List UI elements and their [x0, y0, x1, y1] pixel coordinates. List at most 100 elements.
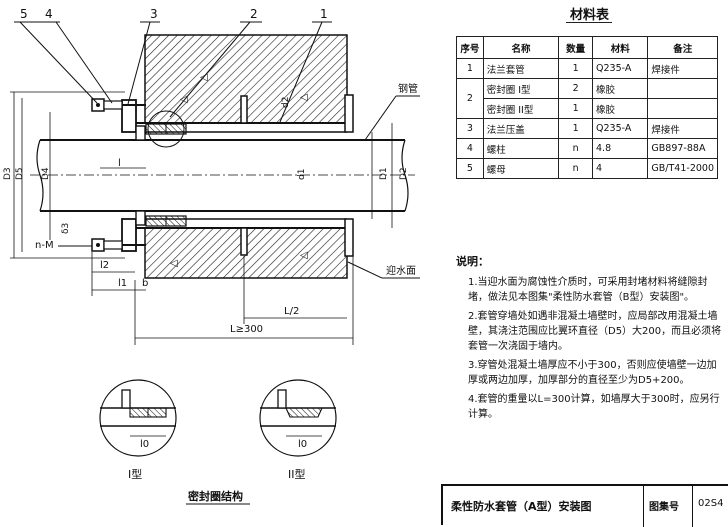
row-no: 5 [456, 158, 484, 179]
pipe-label: 钢管 [364, 82, 420, 141]
title-divider [692, 486, 693, 527]
dimensions [10, 91, 393, 345]
part-number-5: 5 [20, 7, 28, 21]
svg-text:◁: ◁ [300, 92, 308, 103]
row-note: GB897-88A [647, 138, 718, 159]
nm-label: n-M [35, 240, 92, 251]
row-material: Q235-A [591, 58, 649, 79]
header-qty: 数量 [558, 36, 593, 59]
notes-section: 说明： 1.当迎水面为腐蚀性介质时，可采用封堵材料将缝隙封堵，做法见本图集"柔性… [456, 254, 722, 426]
row-name: 螺柱 [482, 138, 560, 159]
table-row: 5 螺母 n 4 GB/T41-2000 [456, 158, 718, 179]
table-row: 2 密封圈 I型 2 橡胶 [456, 78, 718, 119]
svg-text:迎水面: 迎水面 [386, 265, 416, 277]
svg-text:◁: ◁ [300, 250, 308, 261]
row-note: 焊接件 [647, 118, 718, 139]
table-row: 密封圈 II型 1 橡胶 [457, 98, 718, 119]
row-material: 橡胶 [591, 78, 649, 99]
table-row: 3 法兰压盖 1 Q235-A 焊接件 [456, 118, 718, 139]
row-material: Q235-A [591, 118, 649, 139]
svg-text:b: b [142, 278, 148, 289]
notes-heading: 说明： [456, 255, 489, 268]
row-no: 2 [456, 78, 484, 119]
seal-detail-type-1: l0 I型 [99, 379, 177, 481]
row-material: 4.8 [591, 138, 649, 159]
row-note [647, 98, 718, 119]
section-drawing: ◁ ◁ ◁ ◁ ◁ [3, 7, 420, 505]
steel-pipe [30, 139, 415, 212]
part-number-4: 4 [45, 7, 53, 21]
part-callouts: 5 4 3 2 1 [14, 7, 332, 123]
drawing-title: 柔性防水套管（A型）安装图 [451, 500, 592, 513]
svg-text:◁: ◁ [180, 94, 188, 105]
row-material: 4 [591, 158, 649, 179]
svg-text:D2: D2 [399, 167, 409, 180]
row-name: 法兰压盖 [482, 118, 560, 139]
detail-title: 密封圈结构 [188, 489, 243, 503]
svg-text:L≥300: L≥300 [230, 324, 263, 335]
row-name: 密封圈 I型 [482, 78, 560, 99]
table-row: 1 法兰套管 1 Q235-A 焊接件 [456, 58, 718, 79]
part-number-1: 1 [320, 7, 328, 21]
svg-text:l0: l0 [140, 439, 149, 450]
dimension-labels: D3 D4 D5 D1 D2 d1 d2 δ3 L≥300 L/2 l l1 l… [3, 97, 409, 335]
title-block: 柔性防水套管（A型）安装图 图集号 02S4 [441, 484, 728, 527]
bolts [91, 98, 146, 252]
svg-text:l1: l1 [118, 278, 127, 289]
svg-text:D4: D4 [41, 167, 51, 180]
detail-circle [147, 110, 185, 148]
row-note [647, 78, 718, 99]
note-item: 4.套管的重量以L=300计算，如墙厚大于300时，应另行计算。 [468, 394, 720, 420]
svg-text:n-M: n-M [35, 240, 54, 251]
svg-text:l0: l0 [298, 439, 307, 450]
flange-gland [121, 99, 146, 252]
header-no: 序号 [456, 36, 484, 59]
svg-text:钢管: 钢管 [398, 82, 418, 95]
row-qty: 1 [558, 98, 593, 119]
note-item: 2.套管穿墙处如遇非混凝土墙壁时，应局部改用混凝土墙壁，其浇注范围应比翼环直径（… [468, 311, 722, 352]
table-row: 4 螺柱 n 4.8 GB897-88A [456, 138, 718, 159]
svg-text:L/2: L/2 [284, 306, 299, 317]
svg-text:D1: D1 [379, 167, 389, 180]
svg-text:D5: D5 [15, 167, 25, 180]
atlas-number-label: 图集号 [649, 502, 679, 513]
row-note: 焊接件 [647, 58, 718, 79]
header-name: 名称 [482, 36, 560, 59]
row-name: 法兰套管 [482, 58, 560, 79]
note-item: 1.当迎水面为腐蚀性介质时，可采用封堵材料将缝隙封堵，做法见本图集"柔性防水套管… [468, 277, 708, 303]
svg-text:d1: d1 [297, 169, 307, 180]
svg-text:D3: D3 [3, 167, 13, 180]
svg-text:l: l [118, 158, 121, 169]
row-qty: 1 [558, 58, 593, 79]
header-note: 备注 [647, 36, 718, 59]
header-material: 材料 [591, 36, 649, 59]
title-divider [643, 486, 644, 527]
svg-text:◁: ◁ [170, 258, 178, 269]
row-material: 橡胶 [591, 98, 649, 119]
row-qty: n [558, 158, 593, 179]
seal-rings [145, 123, 187, 227]
row-no: 4 [456, 138, 484, 159]
part-number-3: 3 [150, 7, 158, 21]
svg-text:◁: ◁ [200, 72, 208, 83]
detail-label-type-1: I型 [128, 467, 142, 481]
detail-label-type-2: II型 [288, 467, 306, 481]
material-table-title-underline [566, 22, 612, 23]
row-no: 3 [456, 118, 484, 139]
row-name: 密封圈 II型 [482, 98, 560, 119]
water-face-label: 迎水面 [347, 261, 420, 279]
svg-text:δ3: δ3 [61, 223, 71, 234]
note-item: 3.穿管处混凝土墙厚应不小于300，否则应使墙壁一边加厚或两边加厚，加厚部分的直… [468, 360, 717, 386]
part-number-2: 2 [250, 7, 258, 21]
row-qty: 1 [558, 118, 593, 139]
atlas-number-value: 02S4 [698, 498, 724, 509]
row-qty: n [558, 138, 593, 159]
row-note: GB/T41-2000 [647, 158, 718, 179]
row-name: 螺母 [482, 158, 560, 179]
svg-text:l2: l2 [100, 260, 109, 271]
material-table: 序号 名称 数量 材料 备注 1 法兰套管 1 Q235-A 焊接件 2 密封圈… [456, 36, 718, 179]
material-table-title: 材料表 [570, 8, 610, 23]
svg-text:d2: d2 [281, 97, 291, 108]
row-no: 1 [456, 58, 484, 79]
row-qty: 2 [558, 78, 593, 99]
